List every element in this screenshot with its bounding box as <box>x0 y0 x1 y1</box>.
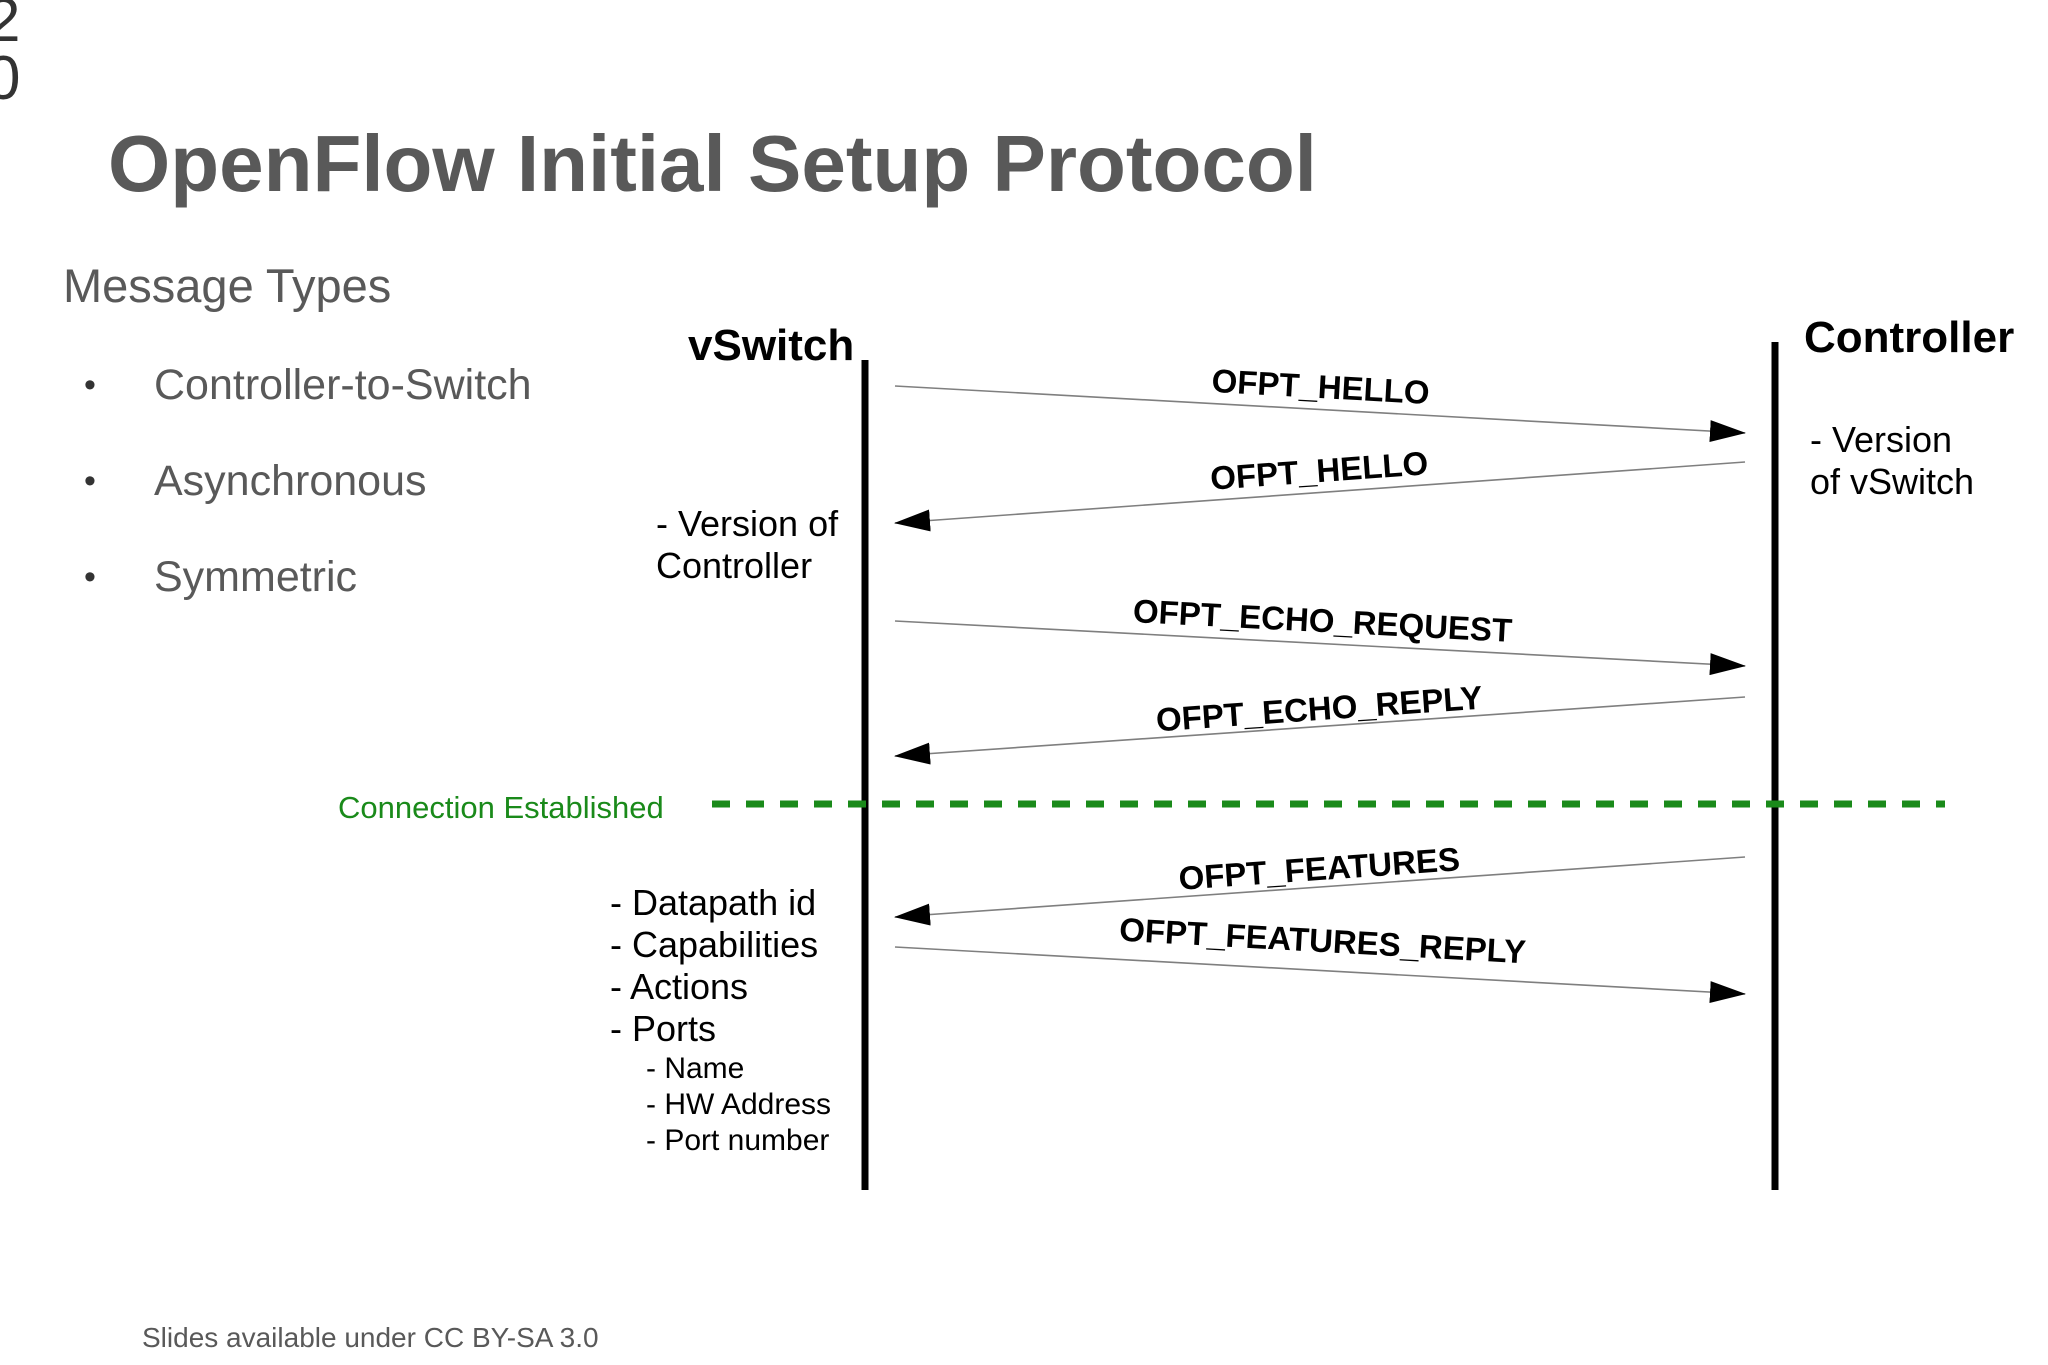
controller-version-note: - Version of vSwitch <box>1810 419 1974 502</box>
note-line: - HW Address <box>646 1088 831 1121</box>
message-hello-to-controller: OFPT_HELLO <box>894 362 1746 443</box>
note-line: of vSwitch <box>1810 461 1974 502</box>
note-line: - Actions <box>610 966 748 1007</box>
message-arrow <box>894 946 1746 1004</box>
message-label: OFPT_ECHO_REQUEST <box>1132 592 1513 649</box>
bullet-text: Asynchronous <box>154 457 427 505</box>
note-line: - Port number <box>646 1124 829 1157</box>
features-note: - Datapath id - Capabilities - Actions -… <box>610 882 831 1157</box>
actor-controller-label: Controller <box>1804 313 2014 362</box>
bullet-dot-icon: • <box>84 366 96 404</box>
note-line: - Capabilities <box>610 924 818 965</box>
switch-version-note: - Version of Controller <box>656 503 839 586</box>
bullet-dot-icon: • <box>84 558 96 596</box>
message-label: OFPT_ECHO_REPLY <box>1155 679 1484 739</box>
slide-title: OpenFlow Initial Setup Protocol <box>108 119 1317 208</box>
message-arrow <box>894 385 1746 443</box>
message-arrow <box>894 696 1746 765</box>
bullet-text: Controller-to-Switch <box>154 361 532 409</box>
connection-established-label: Connection Established <box>338 790 664 825</box>
message-label: OFPT_FEATURES_REPLY <box>1118 911 1527 971</box>
message-label: OFPT_HELLO <box>1211 362 1431 411</box>
message-arrow <box>894 620 1746 676</box>
message-features-reply: OFPT_FEATURES_REPLY <box>894 911 1746 1004</box>
message-hello-to-vswitch: OFPT_HELLO <box>894 444 1746 532</box>
message-echo-request: OFPT_ECHO_REQUEST <box>894 592 1746 676</box>
message-arrow <box>894 461 1746 532</box>
note-line: - Version <box>1810 419 1952 460</box>
actor-vswitch-label: vSwitch <box>688 321 854 370</box>
bullet-text: Symmetric <box>154 553 358 601</box>
slide-subtitle: Message Types <box>63 259 392 312</box>
slide-footer: Slides available under CC BY-SA 3.0 <box>142 1322 599 1353</box>
note-line: - Name <box>646 1052 744 1085</box>
message-label: OFPT_FEATURES <box>1177 840 1461 897</box>
message-label: OFPT_HELLO <box>1209 444 1429 497</box>
corner-page-mark: 2 0 <box>0 0 21 113</box>
note-line: - Datapath id <box>610 882 816 923</box>
bullet-dot-icon: • <box>84 462 96 500</box>
message-features: OFPT_FEATURES <box>894 840 1746 926</box>
note-line: - Ports <box>610 1008 716 1049</box>
note-line: Controller <box>656 545 812 586</box>
note-line: - Version of <box>656 503 839 544</box>
message-echo-reply: OFPT_ECHO_REPLY <box>894 679 1746 765</box>
message-arrow <box>894 856 1746 926</box>
